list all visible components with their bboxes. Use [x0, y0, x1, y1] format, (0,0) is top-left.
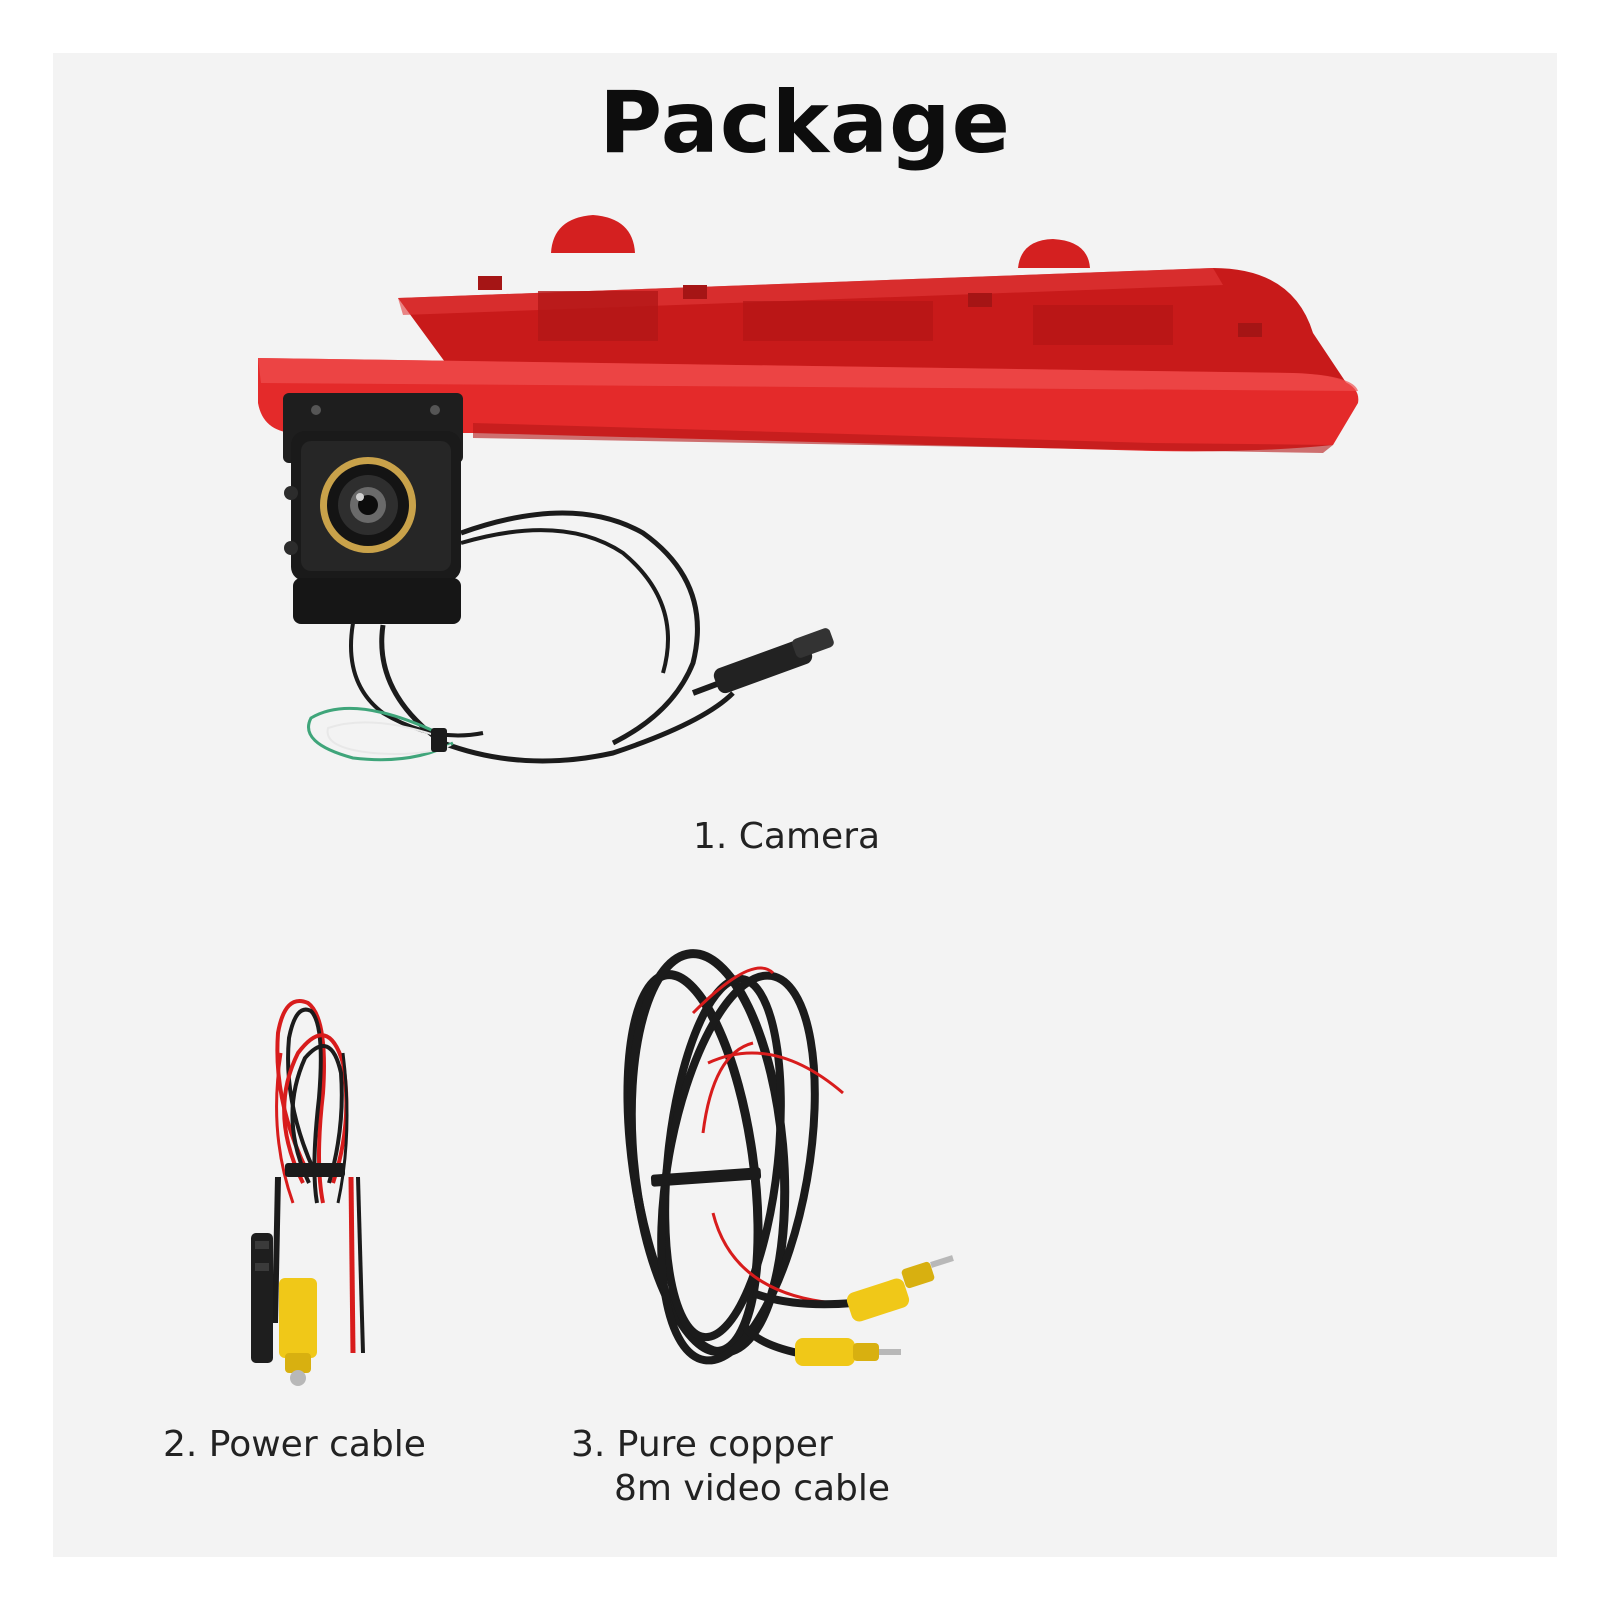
page-title: Package [599, 73, 1011, 173]
video-cable-coil [623, 949, 954, 1366]
product-image-stage: Package [53, 53, 1557, 1557]
camera-brake-light-assembly [258, 215, 1359, 764]
caption-video-cable-line1: 3. Pure copper [571, 1424, 833, 1465]
caption-camera: 1. Camera [693, 816, 881, 857]
package-contents-illustration [251, 215, 1359, 1386]
caption-video-cable-line2: 8m video cable [614, 1468, 891, 1509]
caption-power-cable: 2. Power cable [163, 1424, 426, 1465]
caption-video-cable: 3. Pure copper 8m video cable [571, 1423, 890, 1511]
power-cable-bundle [251, 999, 365, 1386]
